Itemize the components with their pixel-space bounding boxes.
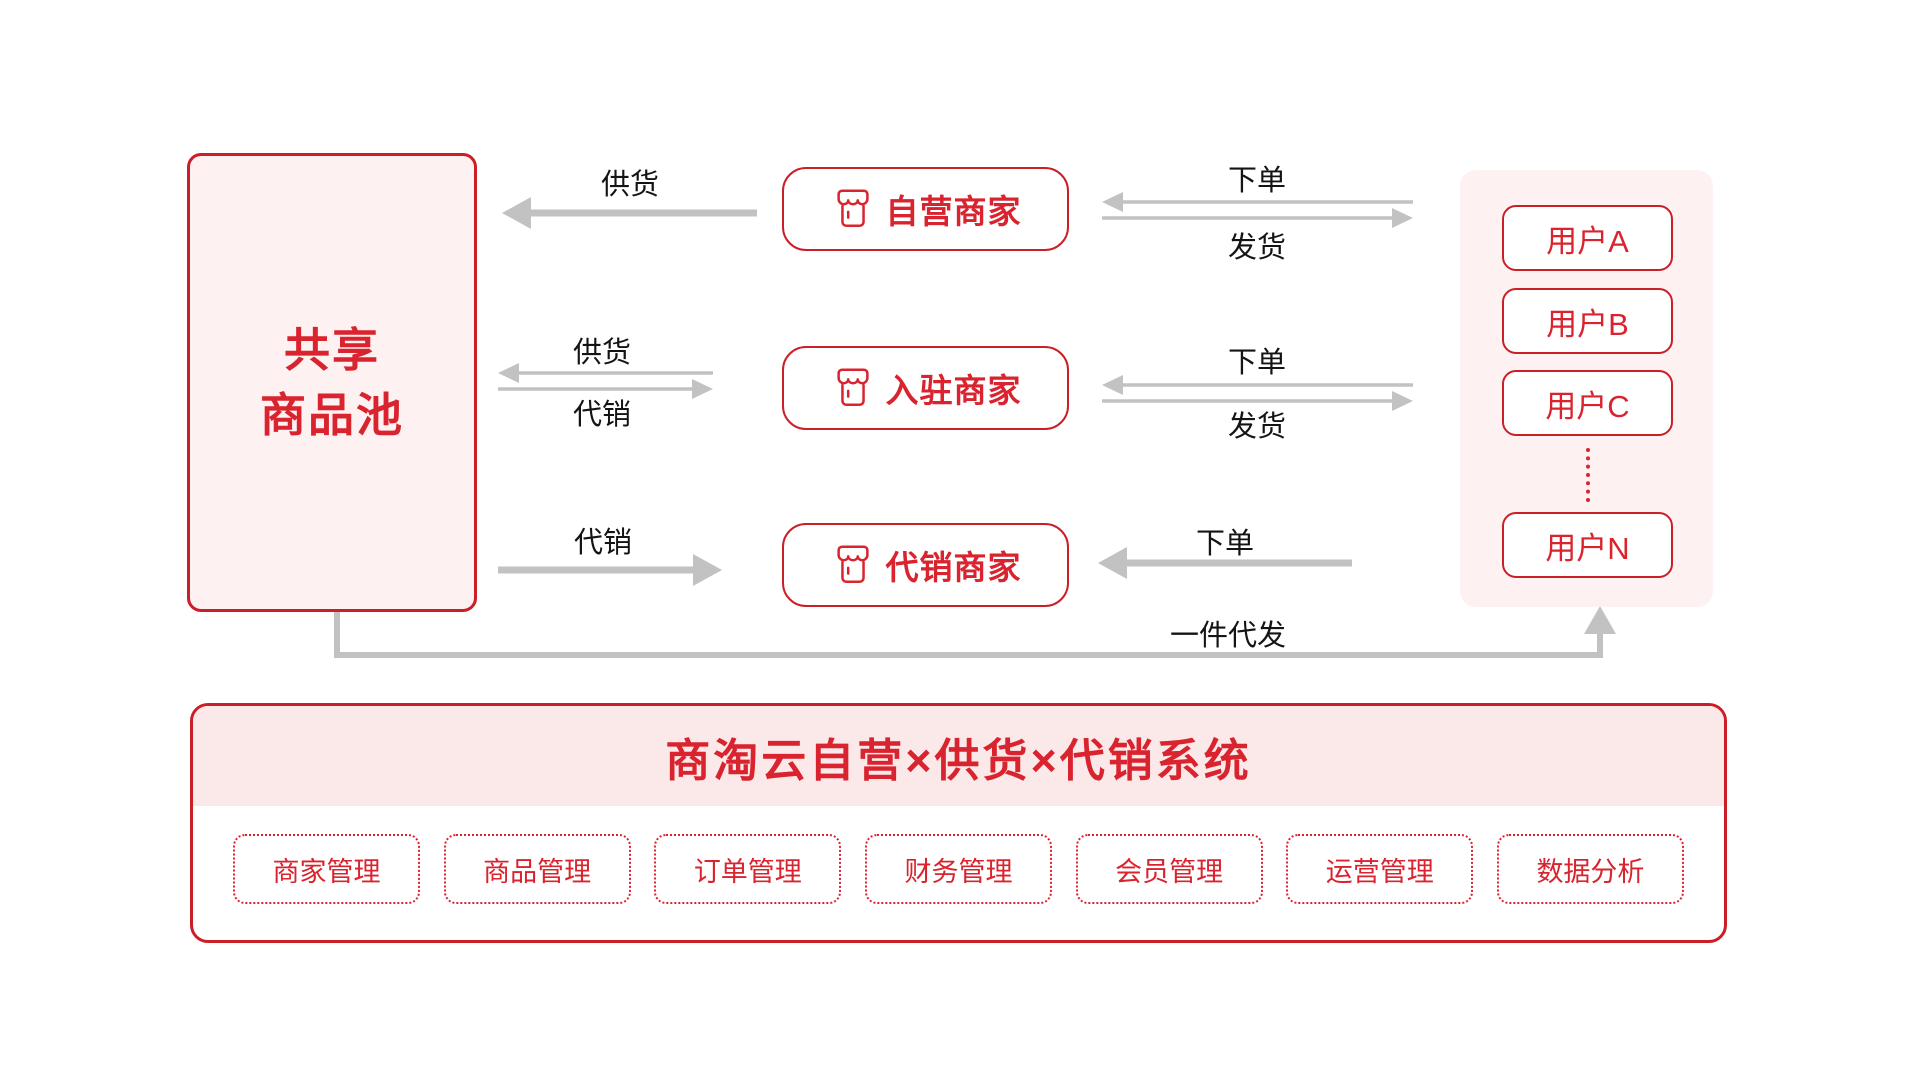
module-finance-mgmt: 财务管理 bbox=[864, 834, 1052, 904]
merchant-label: 自营商家 bbox=[885, 193, 1022, 230]
module-operation-mgmt: 运营管理 bbox=[1286, 834, 1474, 904]
ellipsis-dots bbox=[1586, 448, 1590, 502]
storefront-icon bbox=[836, 189, 869, 228]
label-dropship: 一件代发 bbox=[1169, 620, 1287, 652]
label-order-row2: 下单 bbox=[1227, 347, 1287, 379]
label-supply-row2: 供货 bbox=[572, 337, 632, 369]
label-ship-row2: 发货 bbox=[1227, 411, 1287, 443]
module-merchant-mgmt: 商家管理 bbox=[233, 834, 420, 904]
module-member-mgmt: 会员管理 bbox=[1075, 834, 1263, 904]
shared-product-pool-box: 共享 商品池 bbox=[187, 153, 477, 612]
merchant-label: 入驻商家 bbox=[885, 372, 1022, 409]
label-supply-row1: 供货 bbox=[600, 169, 660, 201]
user-c-box: 用户C bbox=[1502, 370, 1673, 436]
module-order-mgmt: 订单管理 bbox=[654, 834, 842, 904]
label-order-row1: 下单 bbox=[1227, 165, 1287, 197]
settled-merchant-box: 入驻商家 bbox=[782, 346, 1069, 430]
label-consign-row3: 代销 bbox=[573, 527, 633, 559]
self-operated-merchant-box: 自营商家 bbox=[782, 167, 1069, 251]
user-n-box: 用户N bbox=[1502, 512, 1673, 578]
user-a-box: 用户A bbox=[1502, 205, 1673, 271]
users-panel: 用户A 用户B 用户C 用户N bbox=[1460, 170, 1713, 607]
system-title: 商淘云自营×供货×代销系统 bbox=[665, 734, 1252, 786]
shared-product-pool-title: 共享 商品池 bbox=[260, 324, 404, 441]
module-data-analysis: 数据分析 bbox=[1496, 834, 1684, 904]
module-product-mgmt: 商品管理 bbox=[443, 834, 631, 904]
merchant-label: 代销商家 bbox=[885, 549, 1022, 586]
user-b-box: 用户B bbox=[1502, 288, 1673, 354]
system-header: 商淘云自营×供货×代销系统 bbox=[193, 706, 1724, 806]
label-ship-row1: 发货 bbox=[1227, 232, 1287, 264]
system-box: 商淘云自营×供货×代销系统 商家管理 商品管理 订单管理 财务管理 会员管理 运… bbox=[190, 703, 1727, 943]
storefront-icon bbox=[836, 368, 869, 407]
consignment-merchant-box: 代销商家 bbox=[782, 523, 1069, 607]
label-consign-row2: 代销 bbox=[572, 399, 632, 431]
label-order-row3: 下单 bbox=[1195, 528, 1255, 560]
storefront-icon bbox=[836, 545, 869, 584]
module-row: 商家管理 商品管理 订单管理 财务管理 会员管理 运营管理 数据分析 bbox=[233, 834, 1684, 904]
